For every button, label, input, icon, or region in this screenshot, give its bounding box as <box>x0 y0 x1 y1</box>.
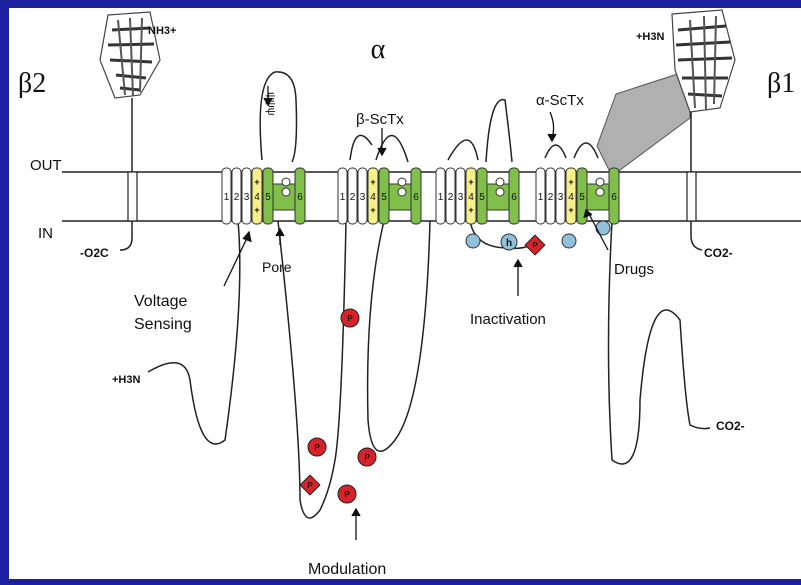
glycosylation-label: ψψψ <box>265 92 277 116</box>
d2-seg3: 3 <box>360 192 366 203</box>
d4-seg5: 5 <box>579 192 585 203</box>
d2-seg2: 2 <box>350 192 356 203</box>
p-label-2: P <box>314 443 320 452</box>
beta-sctx-label: β-ScTx <box>356 111 404 128</box>
out-label: OUT <box>30 157 62 174</box>
h-gate-label: h <box>506 238 512 249</box>
d3-seg4: 4 <box>468 192 474 203</box>
d2-seg5: 5 <box>381 192 387 203</box>
d2-seg4: 4 <box>370 192 376 203</box>
co2-mid-label: CO2- <box>704 246 733 260</box>
drugs-label: Drugs <box>614 261 654 278</box>
h3n-top-label: +H3N <box>636 31 664 43</box>
alpha-sctx-label: α-ScTx <box>536 92 584 109</box>
d4-s4-charge-top: + <box>568 177 573 187</box>
d1-seg4: 4 <box>254 192 260 203</box>
d1-seg1: 1 <box>224 192 230 203</box>
d1-seg2: 2 <box>234 192 240 203</box>
voltage-label-line1: Voltage <box>134 293 187 310</box>
alpha-label: α <box>371 34 386 65</box>
h3n-left-label: +H3N <box>112 374 140 386</box>
d4-seg4: 4 <box>568 192 574 203</box>
p-label-1: P <box>347 314 353 323</box>
p-label-3: P <box>364 453 370 462</box>
d3-seg6: 6 <box>511 192 517 203</box>
d4-seg2: 2 <box>548 192 554 203</box>
d1-seg3: 3 <box>244 192 250 203</box>
d3-seg1: 1 <box>438 192 444 203</box>
o2c-label: -O2C <box>80 246 109 260</box>
d3-s4-charge-top: + <box>468 177 473 187</box>
d3-seg3: 3 <box>458 192 464 203</box>
d1-seg6: 6 <box>297 192 303 203</box>
nh3-top-label: NH3+ <box>148 25 176 37</box>
co2-right-label: CO2- <box>716 419 745 433</box>
d4-s4-charge-bottom: + <box>568 205 573 215</box>
d3-s4-charge-bottom: + <box>468 205 473 215</box>
beta1-label: β1 <box>767 68 795 99</box>
p-label-inact: P <box>532 241 538 250</box>
d2-s4-charge-top: + <box>370 177 375 187</box>
beta2-label: β2 <box>18 68 46 99</box>
in-label: IN <box>38 225 53 242</box>
p-label-4: P <box>344 490 350 499</box>
d3-seg5: 5 <box>479 192 485 203</box>
d2-seg1: 1 <box>340 192 346 203</box>
p-label-5: P <box>307 481 313 490</box>
d3-seg2: 2 <box>448 192 454 203</box>
d4-seg1: 1 <box>538 192 544 203</box>
pore-label: Pore <box>262 259 292 275</box>
voltage-label-line2: Sensing <box>134 316 192 333</box>
d1-s4-charge-top: + <box>254 177 259 187</box>
d1-seg5: 5 <box>265 192 271 203</box>
d4-seg3: 3 <box>558 192 564 203</box>
d4-seg6: 6 <box>611 192 617 203</box>
d1-s4-charge-bottom: + <box>254 205 259 215</box>
inactivation-label: Inactivation <box>470 311 546 328</box>
d2-s4-charge-bottom: + <box>370 205 375 215</box>
modulation-label: Modulation <box>308 561 386 578</box>
d2-seg6: 6 <box>413 192 419 203</box>
